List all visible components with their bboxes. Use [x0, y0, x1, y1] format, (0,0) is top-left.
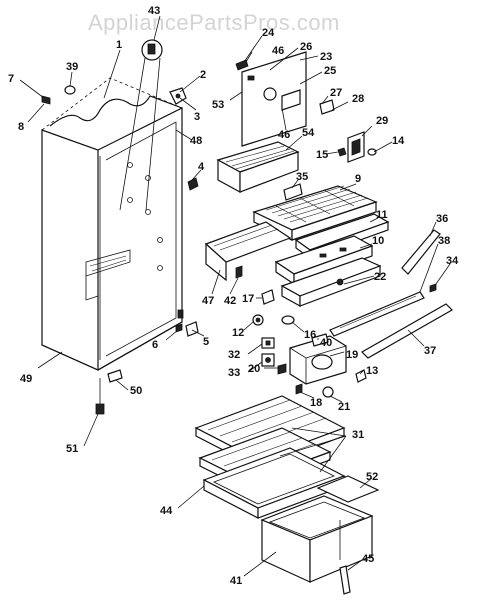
- callout-32: 32: [228, 349, 240, 361]
- inset-43: [119, 39, 163, 211]
- callout-15: 15: [316, 149, 328, 161]
- callout-45: 45: [362, 553, 374, 565]
- cabinet-shell: [41, 77, 184, 371]
- callout-50: 50: [130, 385, 142, 397]
- callout-20: 20: [248, 363, 260, 375]
- callout-24: 24: [262, 27, 275, 39]
- shelf-54: [216, 141, 300, 194]
- housing-22: [280, 257, 382, 308]
- callout-6: 6: [152, 339, 158, 351]
- callout-16: 16: [304, 329, 316, 341]
- callout-12: 12: [232, 327, 244, 339]
- light-housing-19: [289, 335, 347, 385]
- clip-17: [261, 289, 275, 305]
- rail-38: [329, 291, 425, 337]
- callout-3: 3: [194, 111, 200, 123]
- callout-52: 52: [366, 471, 378, 483]
- callout-5: 5: [203, 336, 209, 348]
- callout-38: 38: [438, 235, 450, 247]
- callout-47: 47: [202, 295, 214, 307]
- bracket-42: [235, 265, 243, 279]
- tray-10: [274, 235, 374, 286]
- callout-43: 43: [148, 5, 160, 17]
- callout-46b: 46: [278, 129, 290, 141]
- callout-53: 53: [212, 99, 224, 111]
- cover-40: [311, 333, 329, 347]
- clip-35: [283, 183, 303, 201]
- callout-23: 23: [320, 51, 332, 63]
- watermark-text: AppliancePartsPros.com: [88, 10, 340, 35]
- callout-54: 54: [302, 127, 315, 139]
- callout-10: 10: [372, 235, 384, 247]
- fan-27: [319, 99, 335, 115]
- callout-46a: 46: [272, 45, 284, 57]
- screw-20: [277, 363, 287, 375]
- rail-37: [361, 303, 453, 359]
- callout-1: 1: [116, 39, 122, 51]
- callout-28: 28: [352, 93, 364, 105]
- callout-31: 31: [352, 429, 364, 441]
- callout-4: 4: [198, 161, 205, 173]
- callout-41: 41: [230, 575, 242, 587]
- callout-14: 14: [392, 135, 405, 147]
- rail-36: [401, 229, 441, 275]
- callout-48: 48: [190, 135, 202, 147]
- callout-8: 8: [18, 121, 24, 133]
- callout-11: 11: [376, 209, 388, 221]
- callout-27: 27: [330, 87, 342, 99]
- knob-14: [367, 148, 377, 156]
- hinge-5: [185, 321, 199, 337]
- bracket-50: [107, 369, 123, 383]
- crisper-drawers-41-52: [260, 475, 380, 583]
- callout-26: 26: [300, 41, 312, 53]
- callout-21: 21: [338, 401, 350, 413]
- bulb-16: [281, 315, 295, 325]
- callout-19: 19: [346, 349, 358, 361]
- callout-25: 25: [324, 65, 336, 77]
- callout-18: 18: [310, 397, 322, 409]
- clip-4: [187, 177, 199, 191]
- knob-12: [252, 314, 264, 326]
- screw-18: [295, 383, 303, 395]
- callout-2: 2: [200, 69, 206, 81]
- clip-15: [337, 147, 347, 157]
- clip-24: [235, 59, 249, 71]
- divider-47: [204, 221, 292, 282]
- callout-44: 44: [160, 505, 173, 517]
- callout-17: 17: [242, 293, 254, 305]
- callout-39: 39: [66, 61, 78, 73]
- clip-13: [355, 369, 367, 383]
- callout-labels: 1 2 3 4 5 6 7 8 9 10 11 12 13 14 15 16 1…: [8, 5, 459, 587]
- handle-45: [339, 565, 351, 595]
- socket-33: [261, 353, 275, 367]
- switch-32: [261, 337, 275, 349]
- callout-22: 22: [374, 271, 386, 283]
- knob-21: [322, 386, 334, 398]
- callout-7: 7: [8, 73, 14, 85]
- bracket-29: [347, 131, 365, 163]
- callout-34: 34: [446, 255, 459, 267]
- callout-29: 29: [376, 115, 388, 127]
- callout-42: 42: [224, 295, 236, 307]
- callout-40: 40: [320, 337, 332, 349]
- callout-37: 37: [424, 345, 436, 357]
- screw-34: [429, 283, 437, 293]
- callout-9: 9: [355, 173, 361, 185]
- callout-35: 35: [296, 171, 308, 183]
- control-2: [169, 87, 187, 105]
- rear-panel-23: [241, 51, 307, 147]
- callout-49: 49: [20, 373, 32, 385]
- plug-39: [64, 85, 76, 95]
- callout-13: 13: [366, 365, 378, 377]
- leader-lines: [19, 15, 451, 577]
- callout-51: 51: [66, 443, 78, 455]
- leveler-51: [95, 378, 105, 415]
- callout-33: 33: [228, 367, 240, 379]
- callout-36: 36: [436, 213, 448, 225]
